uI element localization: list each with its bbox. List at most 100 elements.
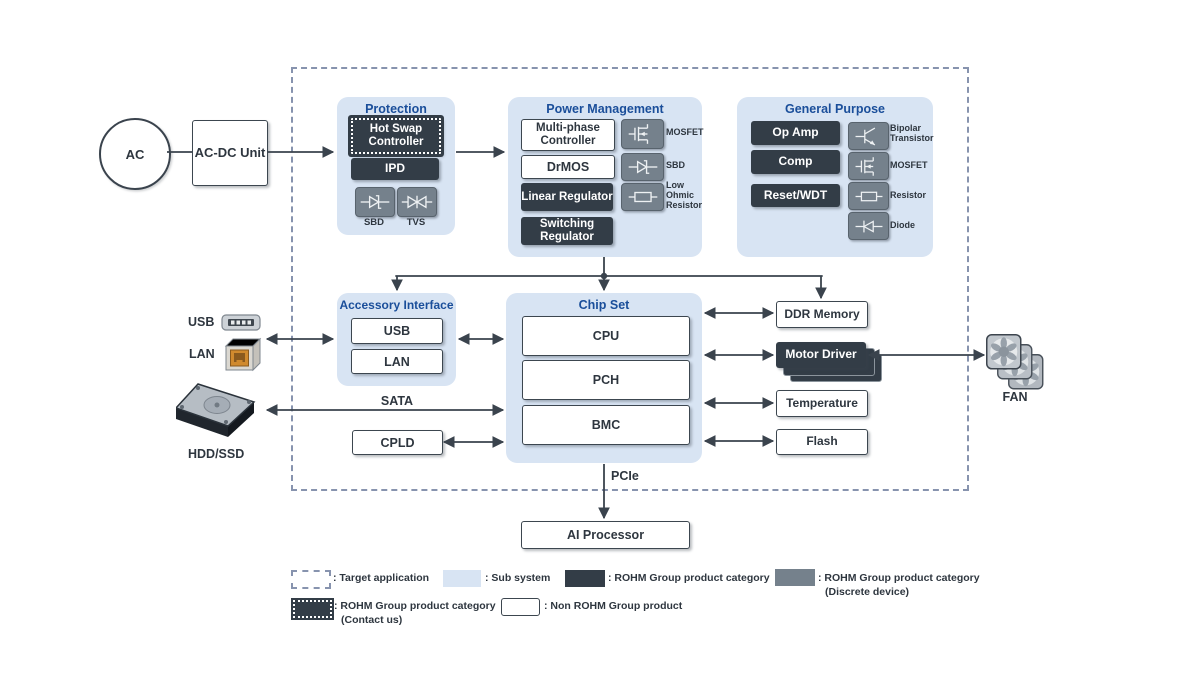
legend-nonrohm-swatch	[501, 598, 540, 616]
lan-label: LAN	[189, 347, 215, 361]
pcie-label: PCIe	[611, 469, 639, 483]
tvs-tile-label: TVS	[406, 217, 426, 228]
legend-discrete-label-line1: : ROHM Group product category	[818, 572, 980, 584]
ai-processor-box: AI Processor	[521, 521, 690, 549]
motor-driver-label: Motor Driver	[785, 347, 857, 362]
chip-set-panel: Chip Set CPU PCH BMC	[506, 293, 702, 463]
ipd-box[interactable]: IPD	[351, 158, 439, 180]
legend-contact-label-line2: (Contact us)	[341, 613, 403, 626]
linear-regulator-box[interactable]: Linear Regulator	[521, 183, 613, 211]
ac-source-node: AC	[99, 118, 171, 190]
hot-swap-controller-box[interactable]: Hot Swap Controller	[351, 118, 441, 154]
ipd-label: IPD	[384, 161, 405, 176]
target-application-outline	[291, 67, 969, 491]
ddr-memory-label: DDR Memory	[784, 306, 860, 321]
acdc-unit-node: AC-DC Unit	[192, 120, 268, 186]
fan-icon	[986, 334, 1044, 390]
gp-diode-label: Diode	[890, 220, 916, 230]
cpld-label: CPLD	[380, 435, 415, 450]
multi-phase-controller-label: Multi-phase Controller	[536, 122, 600, 147]
mosfet-icon	[855, 156, 874, 176]
protection-title: Protection	[365, 102, 427, 116]
resistor-icon	[628, 191, 657, 203]
lan-port-icon	[224, 337, 262, 372]
usb-label: USB	[188, 315, 215, 329]
pm-resistor-tile[interactable]	[621, 183, 664, 211]
op-amp-label: Op Amp	[772, 125, 819, 140]
cpu-box: CPU	[522, 316, 690, 356]
pch-box: PCH	[522, 360, 690, 400]
protection-panel: Protection Hot Swap Controller IPD SBD T…	[337, 97, 455, 235]
legend-contact-label: : ROHM Group product category (Contact u…	[334, 600, 496, 627]
gp-mosfet-tile[interactable]	[848, 152, 889, 180]
pm-low-ohmic-resistor-label: Low Ohmic Resistor	[666, 180, 703, 210]
legend-discrete-swatch	[775, 569, 815, 586]
tvs-tile[interactable]	[397, 187, 437, 217]
tvs-icon	[401, 195, 433, 209]
chip-set-title: Chip Set	[578, 298, 630, 312]
diode-icon	[855, 219, 882, 233]
op-amp-box[interactable]: Op Amp	[751, 121, 840, 145]
legend-rohm-label: : ROHM Group product category	[608, 572, 770, 584]
legend-discrete-label-line2: (Discrete device)	[825, 585, 910, 598]
bipolar-transistor-icon	[855, 127, 875, 145]
legend-subsystem-label: : Sub system	[485, 572, 551, 584]
legend-contact-swatch	[293, 600, 332, 618]
temperature-label: Temperature	[786, 395, 858, 410]
gp-bipolar-tile[interactable]	[848, 122, 889, 150]
switching-regulator-box[interactable]: Switching Regulator	[521, 217, 613, 245]
sbd-icon	[360, 195, 390, 209]
sbd-tile[interactable]	[355, 187, 395, 217]
gp-diode-tile[interactable]	[848, 212, 889, 240]
hdd-drive-icon	[176, 383, 256, 437]
multi-phase-controller-box: Multi-phase Controller	[521, 119, 615, 151]
usb-box: USB	[351, 318, 443, 344]
linear-regulator-label: Linear Regulator	[521, 190, 613, 203]
comp-box[interactable]: Comp	[751, 150, 840, 174]
reset-wdt-box[interactable]: Reset/WDT	[751, 184, 840, 207]
usb-connector-icon	[221, 314, 261, 331]
ac-label: AC	[125, 146, 145, 162]
cpu-label: CPU	[592, 329, 620, 343]
fan-label: FAN	[1002, 390, 1028, 404]
bmc-label: BMC	[591, 418, 621, 432]
bmc-box: BMC	[522, 405, 690, 445]
resistor-icon	[855, 191, 882, 201]
sata-label: SATA	[380, 394, 414, 408]
legend-target-label: : Target application	[333, 572, 430, 584]
gp-bipolar-label: Bipolar Transistor	[890, 123, 934, 143]
gp-resistor-tile[interactable]	[848, 182, 889, 210]
legend-nonrohm-label: : Non ROHM Group product	[544, 600, 683, 612]
gp-resistor-label: Resistor	[890, 190, 927, 200]
pm-sbd-tile[interactable]	[621, 153, 664, 181]
legend-rohm-swatch	[565, 570, 605, 587]
general-purpose-title: General Purpose	[784, 102, 886, 116]
legend-discrete-label: : ROHM Group product category (Discrete …	[818, 572, 980, 599]
drmos-label: DrMOS	[546, 160, 590, 174]
acdc-unit-label: AC-DC Unit	[194, 144, 266, 160]
mosfet-icon	[628, 124, 648, 144]
lan-box-label: LAN	[384, 354, 410, 369]
pm-sbd-label: SBD	[666, 160, 686, 170]
gp-mosfet-label: MOSFET	[890, 160, 928, 170]
pm-mosfet-tile[interactable]	[621, 119, 664, 149]
switching-regulator-label: Switching Regulator	[539, 218, 595, 243]
sbd-tile-label: SBD	[363, 217, 385, 228]
usb-box-label: USB	[383, 324, 411, 338]
legend-contact-label-line1: : ROHM Group product category	[334, 600, 496, 612]
motor-driver-box[interactable]: Motor Driver	[776, 342, 866, 368]
hot-swap-controller-label: Hot Swap Controller	[368, 123, 424, 148]
lan-box: LAN	[351, 349, 443, 374]
temperature-box: Temperature	[776, 390, 868, 417]
pch-label: PCH	[592, 373, 620, 387]
cpld-box: CPLD	[352, 430, 443, 455]
accessory-interface-panel: Accessory Interface USB LAN	[337, 293, 456, 386]
sbd-icon	[628, 160, 657, 174]
drmos-box: DrMOS	[521, 155, 615, 179]
hdd-label: HDD/SSD	[188, 447, 245, 461]
reset-wdt-label: Reset/WDT	[763, 187, 828, 202]
ddr-memory-box: DDR Memory	[776, 301, 868, 328]
pm-mosfet-label: MOSFET	[666, 127, 704, 137]
legend-target-swatch	[291, 570, 331, 589]
